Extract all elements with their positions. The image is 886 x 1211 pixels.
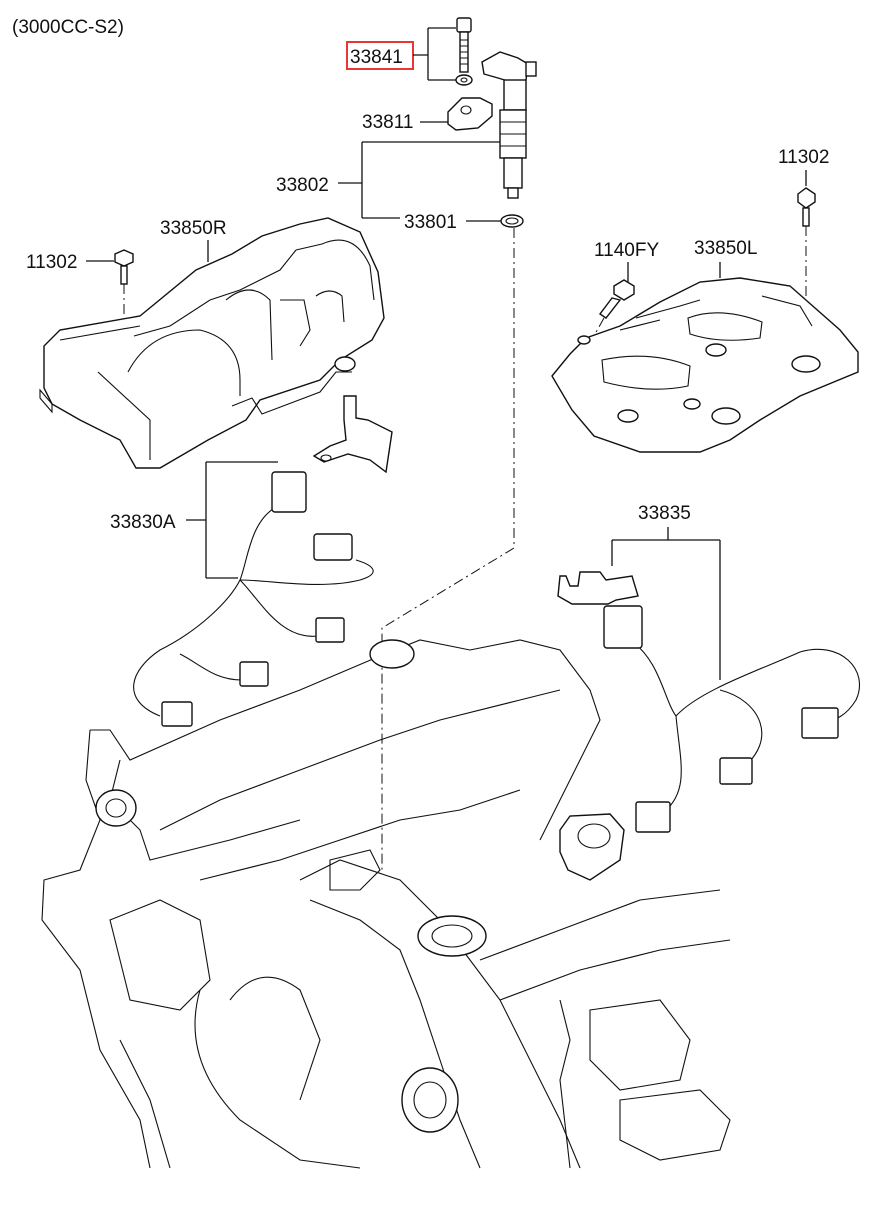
engine-cover-left[interactable] [551, 277, 859, 453]
injector-harness-right[interactable] [133, 471, 374, 727]
callout-33830A[interactable]: 33830A [110, 512, 176, 533]
callout-11302-left[interactable]: 11302 [26, 252, 77, 273]
callout-1140FY[interactable]: 1140FY [594, 240, 659, 261]
injector-clamp[interactable] [447, 97, 493, 131]
engine-variant-label: (3000CC-S2) [12, 17, 124, 38]
callout-33835[interactable]: 33835 [638, 503, 691, 524]
fuel-injector[interactable] [481, 51, 537, 199]
callout-33811[interactable]: 33811 [362, 112, 413, 133]
callout-11302-right[interactable]: 11302 [778, 147, 829, 168]
callout-33850R[interactable]: 33850R [160, 218, 227, 239]
injector-seal-ring[interactable] [500, 214, 524, 228]
injector-location-leader [381, 228, 515, 870]
harness-bracket-right[interactable] [312, 395, 393, 474]
callout-33841[interactable]: 33841 [350, 47, 403, 68]
engine-block [41, 639, 731, 1169]
cover-bolt-1140fy[interactable] [585, 279, 635, 351]
callout-33850L[interactable]: 33850L [694, 238, 757, 259]
engine-cover-right[interactable] [39, 217, 385, 469]
injector-bolt[interactable] [456, 17, 472, 73]
injector-harness-left[interactable] [603, 605, 861, 833]
callout-33801[interactable]: 33801 [404, 212, 457, 233]
injector-washer[interactable] [455, 74, 473, 86]
harness-bracket-left[interactable] [557, 571, 639, 605]
callout-33802[interactable]: 33802 [276, 175, 329, 196]
